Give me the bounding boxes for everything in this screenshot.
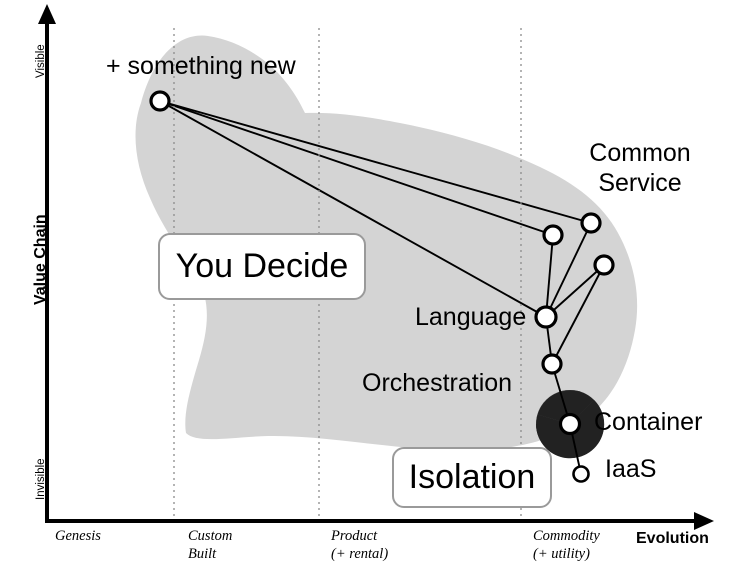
- xtick-genesis: Genesis: [55, 528, 101, 544]
- node-language[interactable]: [534, 305, 558, 329]
- xtick-product-rental: Product (+ rental): [331, 527, 388, 563]
- label-common-service-line1: Common: [589, 139, 691, 167]
- label-language: Language: [415, 303, 527, 331]
- node-unnamed-right[interactable]: [593, 254, 615, 276]
- x-axis-title: Evolution: [636, 530, 709, 547]
- node-iaas[interactable]: [572, 465, 590, 483]
- map-nodes[interactable]: [149, 90, 615, 483]
- xtick-product-line1: Product: [331, 528, 378, 544]
- label-orchestration: Orchestration: [362, 369, 513, 397]
- y-axis-title: Value Chain: [32, 214, 49, 305]
- label-common-service: Common Service: [574, 139, 706, 198]
- dependency-links: [159, 100, 605, 475]
- callout-you-decide[interactable]: You Decide: [158, 233, 366, 300]
- callout-isolation[interactable]: Isolation: [392, 447, 552, 508]
- uncertainty-region-blob: [135, 35, 638, 451]
- xtick-custom-built: Custom Built: [188, 527, 232, 563]
- label-something-new: + something new: [106, 52, 296, 80]
- callout-isolation-text: Isolation: [408, 458, 536, 496]
- node-container[interactable]: [558, 412, 582, 436]
- node-something-new[interactable]: [149, 90, 171, 112]
- label-iaas: IaaS: [605, 455, 657, 483]
- y-axis-arrowhead: [38, 4, 56, 24]
- y-axis-bottom-label: Invisible: [35, 458, 47, 500]
- axes: [38, 4, 714, 530]
- label-container: Container: [594, 408, 703, 436]
- xtick-commodity-utility: Commodity (+ utility): [533, 527, 600, 563]
- xtick-commodity-line1: Commodity: [533, 528, 600, 544]
- xtick-custom-line1: Custom: [188, 528, 233, 544]
- node-orchestration[interactable]: [541, 353, 563, 375]
- node-common-service-b[interactable]: [580, 212, 602, 234]
- x-axis-arrowhead: [694, 512, 714, 530]
- xtick-custom-line2: Built: [188, 546, 217, 563]
- xtick-product-line2: (+ rental): [331, 546, 389, 563]
- xtick-commodity-line2: (+ utility): [533, 546, 590, 563]
- callout-you-decide-text: You Decide: [175, 247, 349, 285]
- y-axis-top-label: Visible: [35, 44, 47, 78]
- node-common-service-a[interactable]: [542, 224, 564, 246]
- label-common-service-line2: Service: [598, 168, 682, 197]
